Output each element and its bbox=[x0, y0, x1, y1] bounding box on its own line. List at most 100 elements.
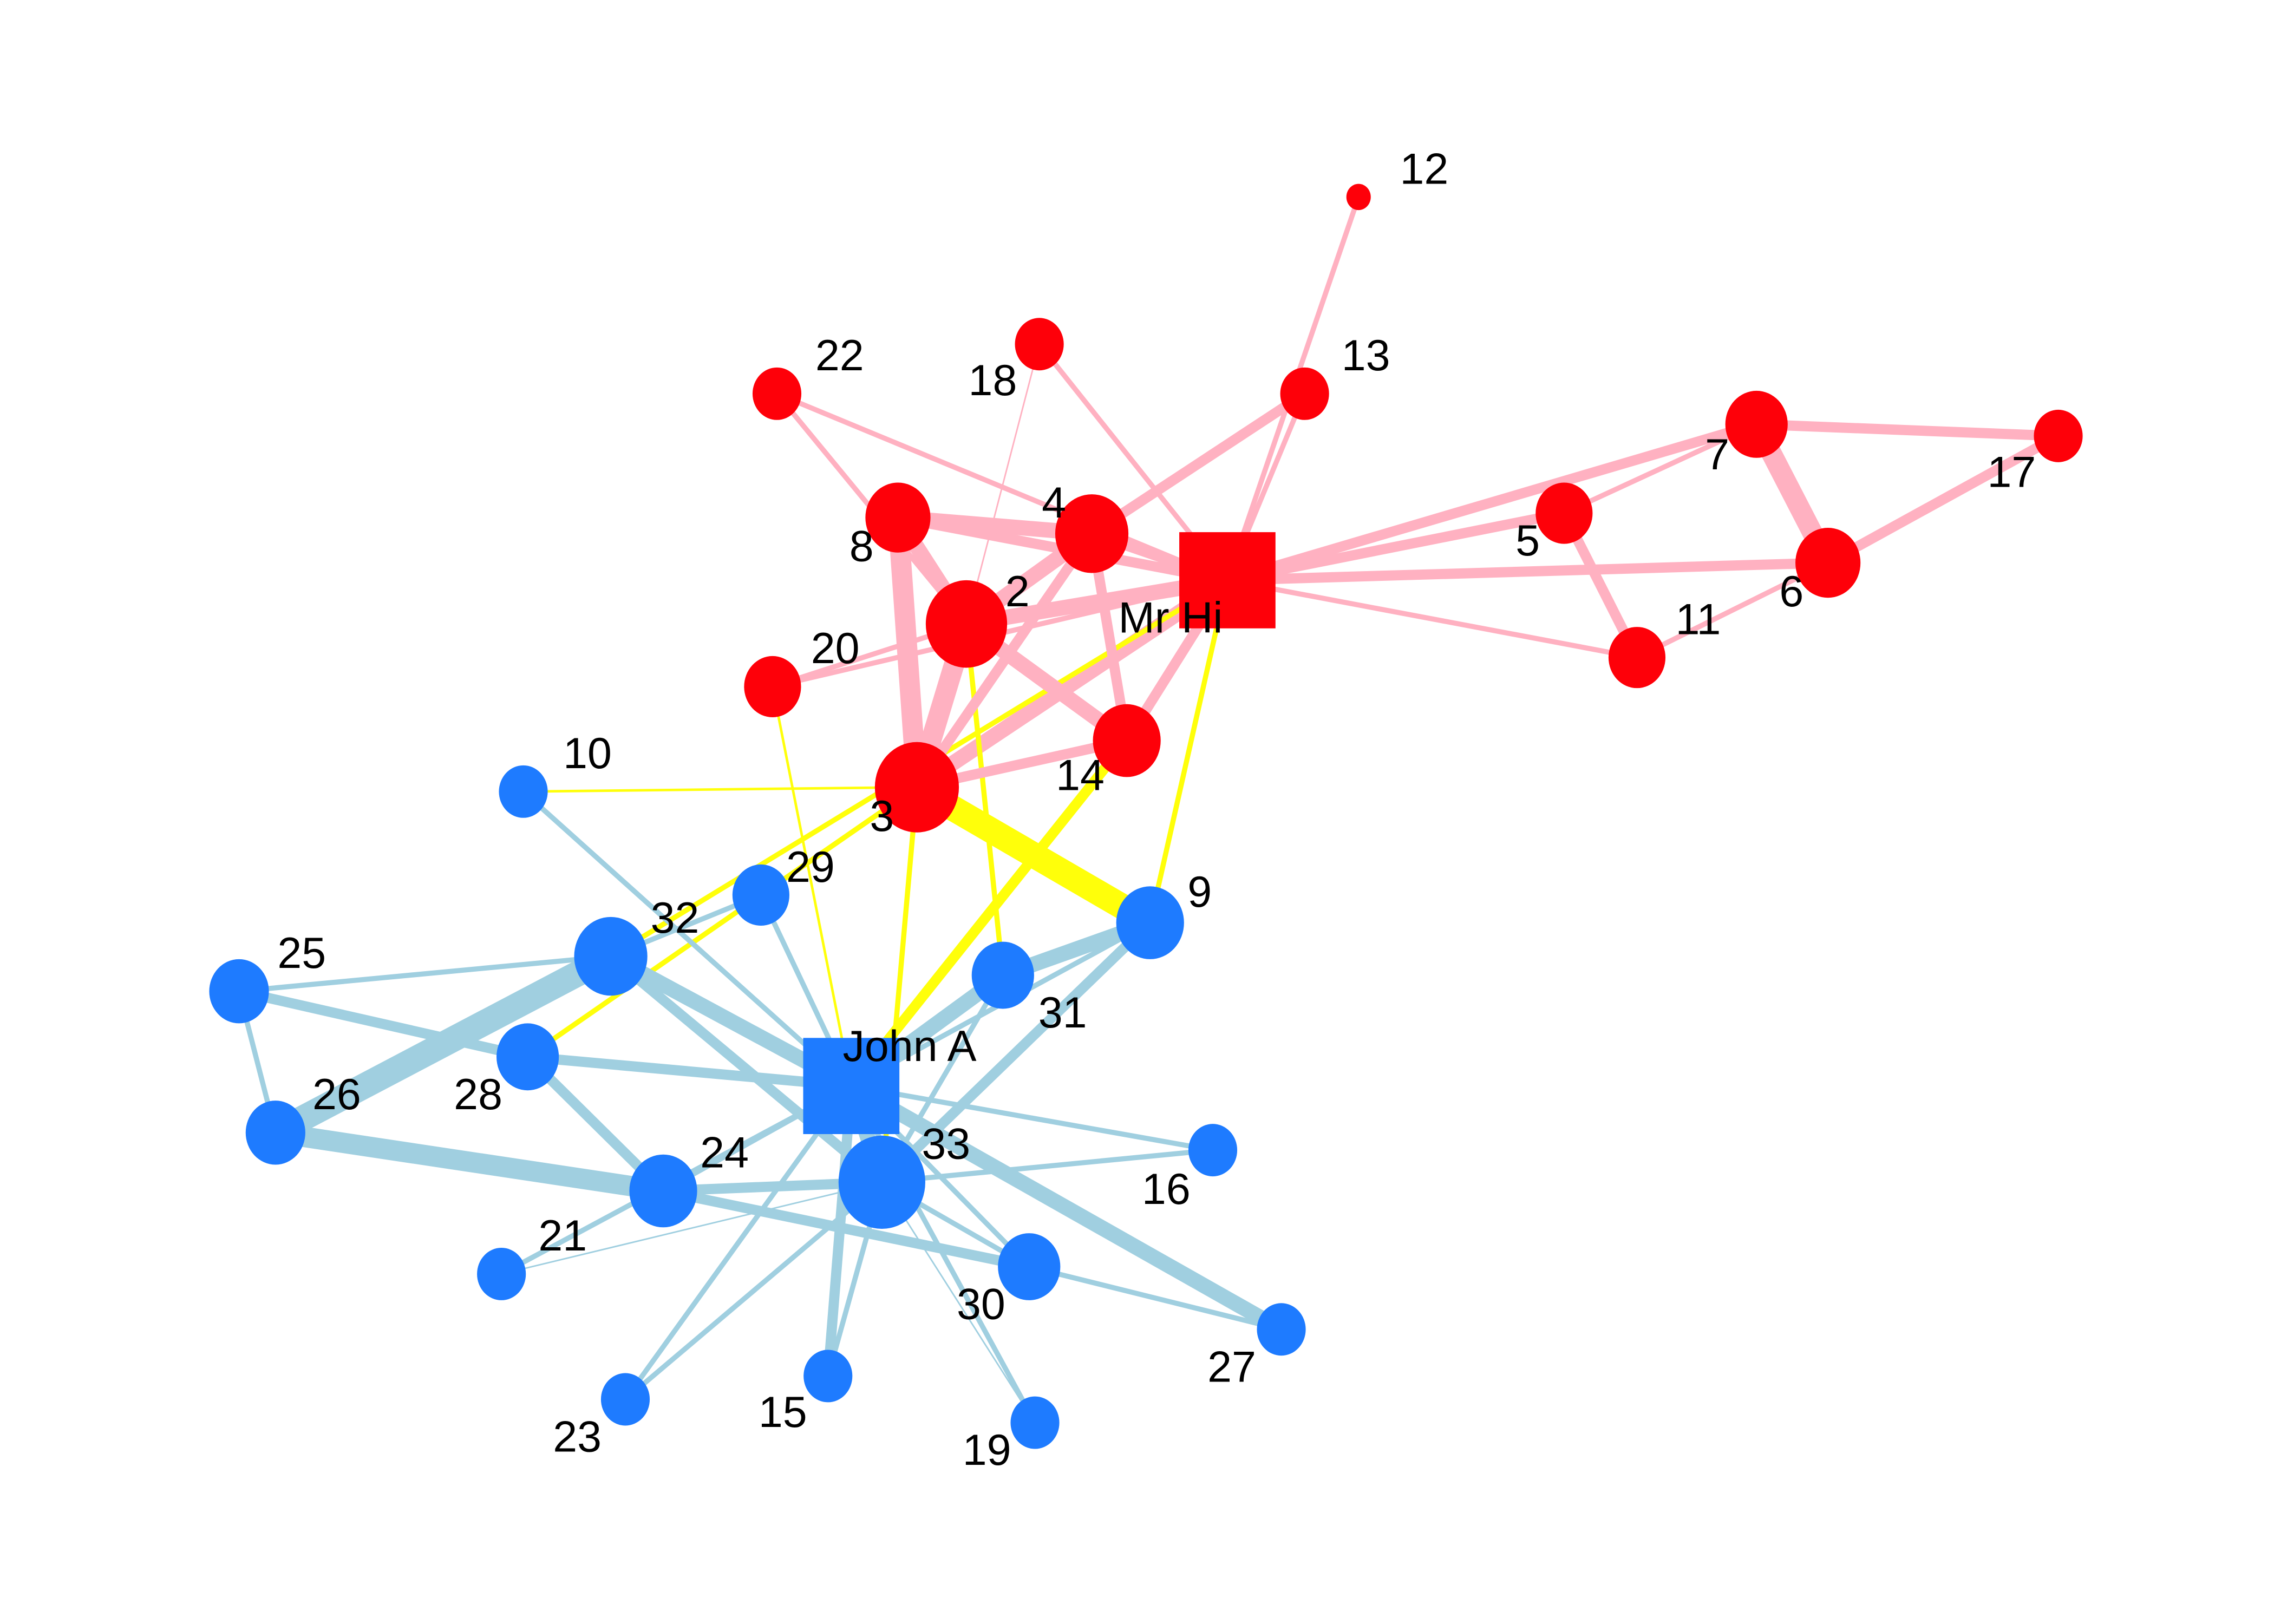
node-label-mr-hi: Mr Hi bbox=[1118, 594, 1223, 643]
edge-25-28 bbox=[238, 986, 529, 1062]
node-label-23: 23 bbox=[553, 1413, 602, 1462]
edge-9-33 bbox=[878, 919, 1154, 1186]
node-label-24: 24 bbox=[700, 1129, 749, 1177]
node-label-8: 8 bbox=[850, 522, 874, 571]
edge-23-33 bbox=[623, 1180, 884, 1402]
node-29[interactable] bbox=[732, 864, 789, 926]
labels-layer: Mr Hi23456789101112131415161718192021222… bbox=[277, 145, 2036, 1475]
node-label-17: 17 bbox=[1987, 448, 2036, 496]
edge-3-10 bbox=[523, 785, 917, 793]
node-label-28: 28 bbox=[454, 1070, 502, 1119]
node-4[interactable] bbox=[1055, 494, 1129, 573]
node-label-20: 20 bbox=[811, 624, 860, 673]
edge-mr-hi-5 bbox=[1226, 508, 1565, 586]
node-33[interactable] bbox=[838, 1135, 925, 1229]
edge-19-33 bbox=[881, 1182, 1036, 1423]
node-label-2: 2 bbox=[1005, 567, 1030, 616]
node-label-3: 3 bbox=[870, 792, 894, 841]
node-label-25: 25 bbox=[277, 929, 326, 978]
edge-24-30 bbox=[662, 1186, 1030, 1272]
node-6[interactable] bbox=[1795, 528, 1861, 598]
edge-2-31 bbox=[964, 624, 1005, 976]
node-label-26: 26 bbox=[312, 1070, 361, 1119]
edge-10-john-a bbox=[521, 789, 853, 1088]
node-label-4: 4 bbox=[1042, 479, 1066, 527]
node-label-21: 21 bbox=[538, 1212, 587, 1260]
node-label-19: 19 bbox=[963, 1426, 1011, 1475]
node-25[interactable] bbox=[209, 959, 269, 1024]
node-15[interactable] bbox=[803, 1350, 853, 1403]
node-27[interactable] bbox=[1257, 1303, 1306, 1356]
node-john-a[interactable] bbox=[803, 1038, 900, 1134]
node-label-30: 30 bbox=[957, 1280, 1005, 1329]
edge-6-11 bbox=[1636, 560, 1829, 660]
edge-32-33 bbox=[607, 952, 885, 1187]
node-label-6: 6 bbox=[1779, 567, 1803, 616]
node-30[interactable] bbox=[998, 1233, 1061, 1300]
edge-5-7 bbox=[1563, 422, 1758, 516]
node-9[interactable] bbox=[1116, 886, 1184, 959]
edge-16-john-a bbox=[851, 1083, 1213, 1153]
node-23[interactable] bbox=[600, 1373, 650, 1426]
node-label-33: 33 bbox=[922, 1120, 970, 1169]
node-8[interactable] bbox=[865, 482, 931, 553]
edge-27-30 bbox=[1028, 1264, 1282, 1332]
node-label-john-a: John A bbox=[843, 1022, 977, 1071]
node-label-16: 16 bbox=[1142, 1165, 1191, 1214]
edge-26-32 bbox=[269, 945, 617, 1144]
node-17[interactable] bbox=[2034, 409, 2083, 462]
node-label-11: 11 bbox=[1676, 595, 1721, 644]
node-21[interactable] bbox=[477, 1248, 526, 1300]
node-22[interactable] bbox=[752, 367, 802, 420]
node-3[interactable] bbox=[874, 742, 959, 833]
node-14[interactable] bbox=[1093, 704, 1161, 777]
edge-mr-hi-9 bbox=[1147, 579, 1230, 924]
edge-27-john-a bbox=[847, 1079, 1285, 1337]
node-32[interactable] bbox=[574, 916, 648, 996]
node-label-9: 9 bbox=[1187, 868, 1212, 916]
node-label-13: 13 bbox=[1342, 331, 1390, 380]
node-label-5: 5 bbox=[1515, 516, 1540, 565]
node-26[interactable] bbox=[245, 1101, 305, 1165]
node-2[interactable] bbox=[925, 580, 1008, 668]
edge-28-john-a bbox=[527, 1051, 852, 1091]
node-label-32: 32 bbox=[651, 894, 700, 942]
node-mr-hi[interactable] bbox=[1179, 532, 1276, 628]
node-label-22: 22 bbox=[815, 331, 864, 380]
edge-2-18 bbox=[965, 344, 1040, 625]
node-28[interactable] bbox=[496, 1023, 559, 1091]
node-18[interactable] bbox=[1015, 318, 1064, 371]
nodes-layer bbox=[209, 184, 2083, 1449]
node-label-15: 15 bbox=[759, 1388, 807, 1437]
node-24[interactable] bbox=[629, 1154, 697, 1228]
node-7[interactable] bbox=[1725, 390, 1788, 458]
node-5[interactable] bbox=[1535, 482, 1593, 544]
node-10[interactable] bbox=[499, 765, 548, 818]
node-16[interactable] bbox=[1188, 1124, 1238, 1177]
edge-16-33 bbox=[881, 1147, 1213, 1185]
edge-24-26 bbox=[274, 1122, 665, 1201]
edge-4-13 bbox=[1089, 389, 1308, 538]
edge-25-32 bbox=[239, 953, 611, 994]
edge-21-33 bbox=[501, 1181, 883, 1275]
node-12[interactable] bbox=[1346, 184, 1371, 211]
node-11[interactable] bbox=[1608, 627, 1666, 689]
node-label-31: 31 bbox=[1038, 988, 1087, 1037]
node-19[interactable] bbox=[1010, 1396, 1060, 1449]
node-label-18: 18 bbox=[969, 356, 1017, 405]
node-label-12: 12 bbox=[1400, 145, 1448, 193]
node-label-27: 27 bbox=[1207, 1343, 1256, 1391]
node-label-29: 29 bbox=[786, 843, 835, 892]
node-31[interactable] bbox=[971, 941, 1034, 1009]
edge-23-john-a bbox=[623, 1084, 854, 1401]
edge-7-17 bbox=[1756, 419, 2059, 441]
edge-mr-hi-6 bbox=[1227, 558, 1828, 586]
edge-mr-hi-7 bbox=[1226, 419, 1758, 585]
edge-20-john-a bbox=[771, 686, 853, 1086]
edge-mr-hi-11 bbox=[1227, 578, 1638, 660]
node-label-10: 10 bbox=[563, 729, 612, 778]
node-13[interactable] bbox=[1280, 367, 1329, 420]
node-20[interactable] bbox=[744, 656, 801, 717]
edge-3-4 bbox=[912, 531, 1096, 790]
